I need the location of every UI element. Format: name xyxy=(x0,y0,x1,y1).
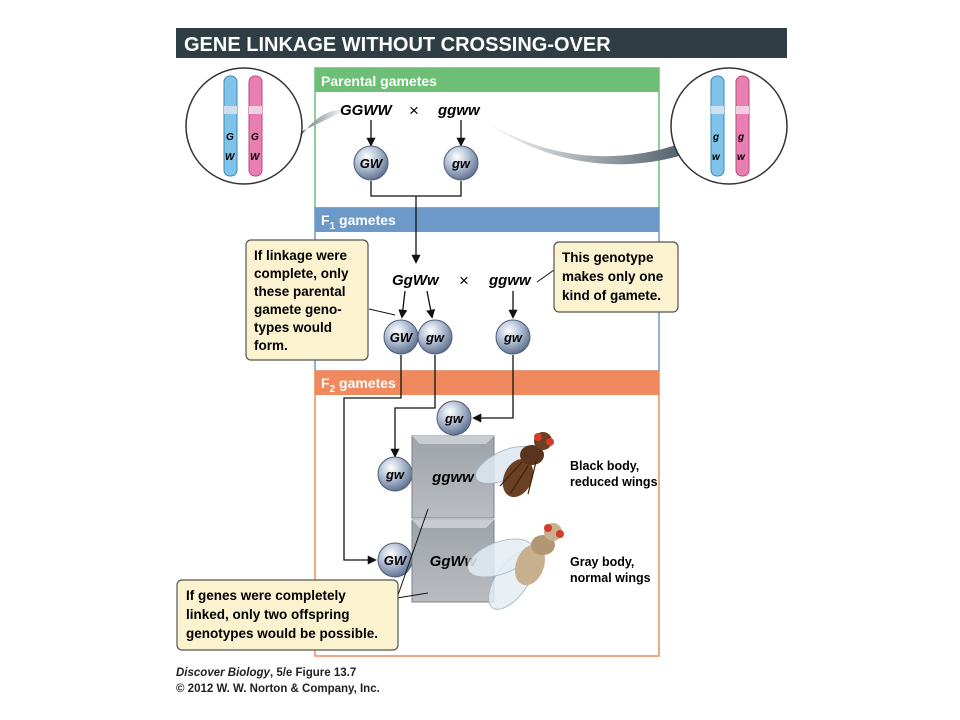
left-allele-a2: W xyxy=(225,152,236,163)
svg-text:GgWw: GgWw xyxy=(430,553,478,570)
svg-text:gw: gw xyxy=(385,467,405,482)
callout-genotype: This genotype makes only one kind of gam… xyxy=(536,241,679,313)
f1-bar xyxy=(315,208,659,232)
svg-text:gw: gw xyxy=(425,330,445,345)
f1-left-genotype: GgWw xyxy=(392,272,440,289)
parental-bar xyxy=(315,68,659,92)
f1-gamete-gw: gw xyxy=(417,319,453,355)
f2-gamete-column-gw: gw xyxy=(436,400,472,436)
parental-left-genotype: GGWW xyxy=(340,102,393,119)
arrow-f1-left-a xyxy=(398,290,408,319)
f1-gamete-gw-ggww: gw xyxy=(495,319,531,355)
phenotype-gray: Gray body, normal wings xyxy=(570,555,651,585)
svg-text:gw: gw xyxy=(444,411,464,426)
arrow-GW-to-row2 xyxy=(343,355,402,565)
svg-text:GW: GW xyxy=(360,156,384,171)
copyright: © 2012 W. W. Norton & Company, Inc. xyxy=(176,683,380,695)
f1-label: F1 gametes xyxy=(321,212,396,232)
svg-text:gw: gw xyxy=(503,330,523,345)
left-allele-b1: G xyxy=(251,132,259,143)
arrow-gw-to-row1 xyxy=(390,355,436,458)
right-allele-b1: g xyxy=(737,132,744,143)
left-chromosome-zoom: G W G W xyxy=(185,67,345,185)
f2-bar xyxy=(315,371,659,395)
title: GENE LINKAGE WITHOUT CROSSING-OVER xyxy=(184,34,611,56)
svg-text:If genes were completely: If genes were completely linked, only tw… xyxy=(186,588,378,641)
parental-cross-sign: × xyxy=(409,101,419,120)
svg-text:GW: GW xyxy=(390,330,414,345)
callout-offspring: If genes were completely linked, only tw… xyxy=(176,508,429,651)
right-chromosome-zoom: g w g w xyxy=(480,67,788,185)
f1-right-genotype: ggww xyxy=(488,272,532,289)
callout-linkage: If linkage were complete, only these par… xyxy=(245,239,396,361)
fly-black-body-icon xyxy=(474,432,554,498)
figure-caption: Discover Biology, 5/e Figure 13.7 xyxy=(176,667,357,679)
fly-gray-body-icon xyxy=(467,523,564,610)
left-allele-b2: W xyxy=(250,152,261,163)
f2-label: F2 gametes xyxy=(321,375,396,395)
svg-text:If linkage were complete: If linkage were complete, only these par… xyxy=(254,248,352,353)
parental-gamete-gw: gw xyxy=(443,145,479,181)
svg-text:GW: GW xyxy=(384,553,408,568)
parental-gamete-GW: GW xyxy=(353,145,389,181)
right-allele-a2: w xyxy=(712,152,721,163)
f1-gamete-GW: GW xyxy=(383,319,419,355)
svg-text:gw: gw xyxy=(451,156,471,171)
arrow-gw-to-column xyxy=(472,355,514,423)
parental-label: Parental gametes xyxy=(321,73,437,89)
svg-text:ggww: ggww xyxy=(431,469,475,486)
phenotype-black: Black body, reduced wings xyxy=(570,459,658,489)
right-allele-b2: w xyxy=(737,152,746,163)
f2-gamete-row-gw: gw xyxy=(377,456,413,492)
left-allele-a1: G xyxy=(226,132,234,143)
svg-text:This genotype makes only: This genotype makes only one kind of gam… xyxy=(562,250,667,303)
title-bar xyxy=(176,28,787,58)
arrow-f1-left-b xyxy=(426,290,436,319)
f1-cross-sign: × xyxy=(459,271,469,290)
parental-right-genotype: ggww xyxy=(437,102,481,119)
right-allele-a1: g xyxy=(712,132,719,143)
f2-gamete-row-GW: GW xyxy=(377,542,413,578)
